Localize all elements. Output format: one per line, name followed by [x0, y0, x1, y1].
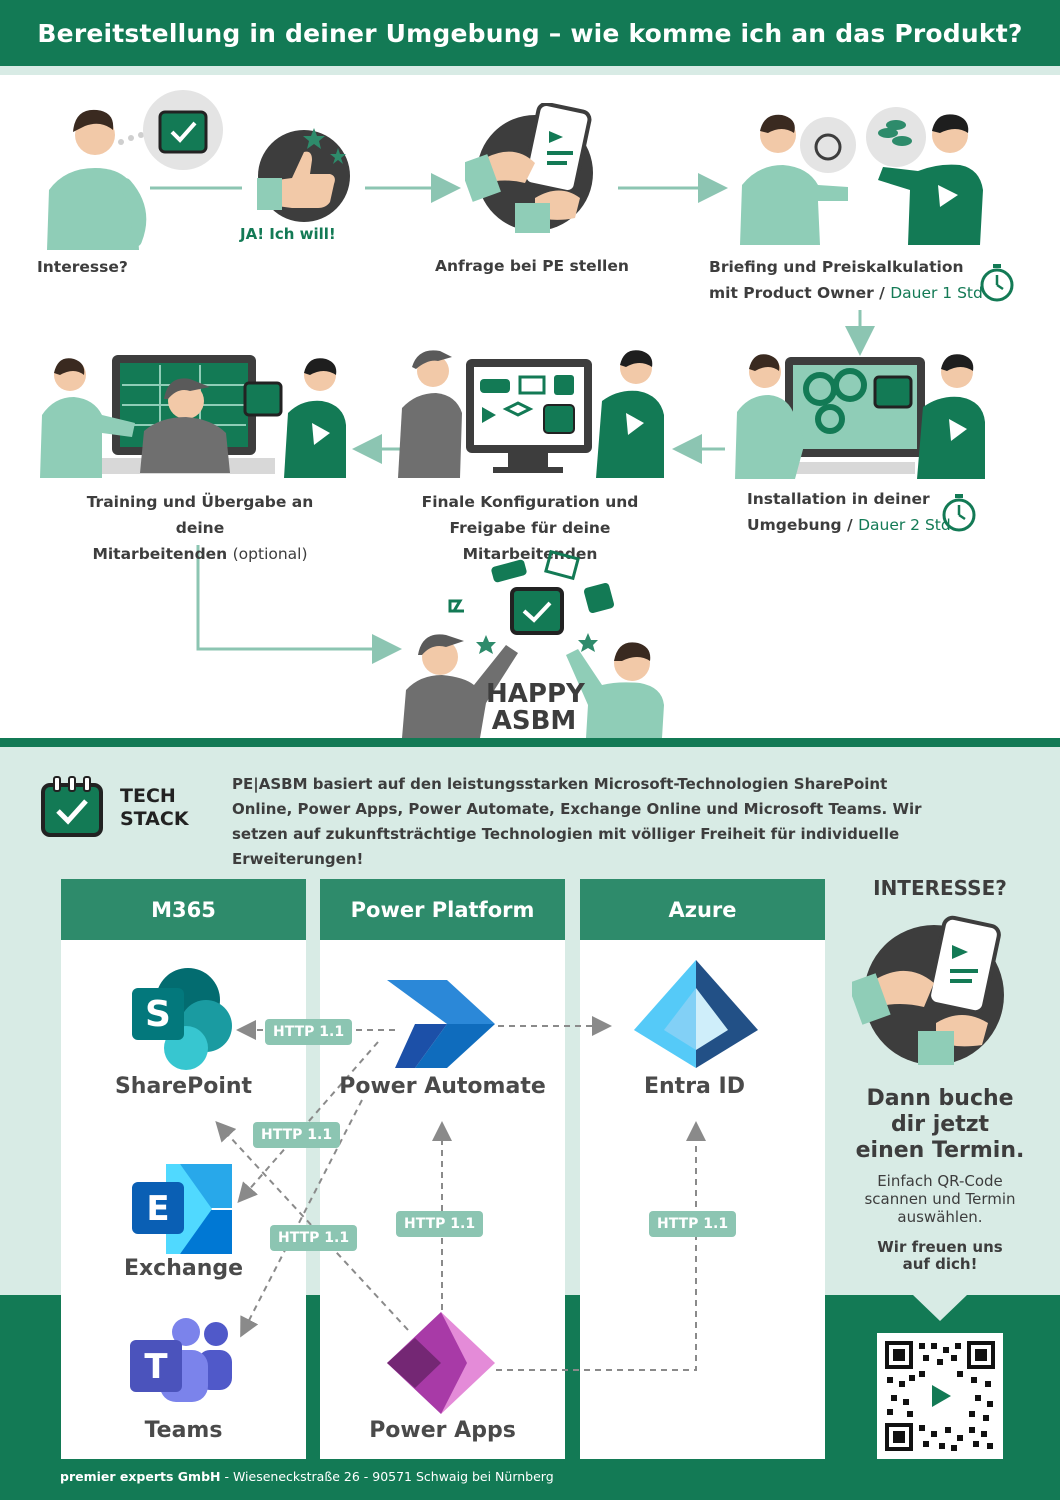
sidebar-thanks: Wir freuen uns auf dich! — [877, 1238, 1003, 1273]
pointer-triangle — [913, 1295, 967, 1321]
star-icon — [330, 148, 346, 164]
gear-icon — [815, 404, 845, 434]
app-label-entra-id: Entra ID — [643, 1074, 745, 1099]
stopwatch-icon — [980, 264, 1014, 302]
header-bar: Bereitstellung in deiner Umgebung – wie … — [0, 0, 1060, 66]
connection-apps-entra — [496, 1121, 706, 1371]
tech-stack-description: PE|ASBM basiert auf den leistungsstarken… — [232, 775, 922, 868]
column-power-platform: Power Platform — [320, 879, 565, 1459]
gear-icon — [833, 368, 867, 402]
calendar-icon — [510, 587, 564, 635]
power-automate-icon — [387, 980, 495, 1068]
coins-icon — [878, 128, 898, 138]
svg-text:T: T — [144, 1347, 168, 1387]
http-badge: HTTP 1.1 — [396, 1211, 484, 1237]
monitor-icon — [544, 549, 580, 581]
process-arrows — [150, 173, 875, 664]
http-badge: HTTP 1.1 — [649, 1211, 737, 1237]
tech-stack-title: TECH STACK — [120, 785, 189, 830]
column-header: Azure — [580, 879, 825, 940]
calendar-icon — [543, 404, 575, 434]
monitor-icon — [518, 375, 546, 395]
section-divider — [0, 738, 1060, 747]
calendar-icon — [243, 381, 283, 417]
layers-icon — [502, 401, 534, 417]
briefing-illustration — [740, 107, 983, 245]
page-title: Bereitstellung in deiner Umgebung – wie … — [37, 18, 1023, 48]
entra-id-icon — [634, 960, 758, 1068]
connection-apps-sharepoint — [215, 1121, 409, 1331]
header-stripe — [0, 66, 1060, 75]
column-header: M365 — [61, 879, 306, 940]
sidebar-subtext: Einfach QR-Code scannen und Termin auswä… — [864, 1172, 1016, 1226]
step-label-installation: Installation in deiner Umgebung / Dauer … — [747, 490, 951, 534]
thumbs-up-illustration — [257, 128, 350, 222]
sharepoint-icon: S — [132, 968, 232, 1070]
exchange-icon: E — [132, 1164, 232, 1254]
calendar-icon — [158, 110, 208, 154]
happy-asbm-illustration — [402, 549, 664, 738]
qr-code-icon — [885, 1341, 995, 1451]
step-label-konfiguration: Finale Konfiguration und Freigabe für de… — [421, 493, 639, 563]
step-label-briefing: Briefing und Preiskalkulation mit Produc… — [709, 258, 983, 302]
stopwatch-icon — [814, 133, 842, 161]
app-label-sharepoint: SharePoint — [114, 1074, 253, 1099]
calendar-icon — [873, 375, 913, 409]
happy-asbm-label: HAPPY ASBM — [486, 679, 585, 736]
step-label-interesse: Interesse? — [37, 258, 128, 276]
http-badge: HTTP 1.1 — [265, 1019, 353, 1045]
phone-request-illustration — [465, 103, 593, 233]
person-thinking-illustration — [47, 90, 223, 250]
sidebar-cta: Dann buche dir jetzt einen Termin. — [855, 1086, 1025, 1163]
installation-illustration — [735, 354, 985, 479]
phone-illustration — [852, 915, 1004, 1065]
training-illustration — [40, 355, 346, 478]
arrow-7 — [196, 545, 402, 664]
star-icon — [476, 635, 496, 654]
footer-text: premier experts GmbH - Wieseneckstraße 2… — [60, 1469, 554, 1484]
connection-automate-exchange — [237, 1041, 379, 1204]
stopwatch-icon — [942, 494, 976, 532]
star-icon — [303, 128, 325, 149]
smartphone-icon — [927, 915, 1001, 1015]
car-icon — [480, 379, 510, 393]
app-label-exchange: Exchange — [123, 1256, 244, 1281]
app-label-power-apps: Power Apps — [369, 1418, 516, 1443]
http-badge: HTTP 1.1 — [270, 1225, 358, 1251]
app-label-teams: Teams — [144, 1418, 223, 1443]
power-apps-icon — [387, 1312, 495, 1414]
svg-text:S: S — [145, 994, 171, 1035]
calendar-icon — [41, 776, 103, 837]
column-header: Power Platform — [320, 879, 565, 940]
step-label-training: Training und Übergabe an deine Mitarbeit… — [86, 493, 314, 563]
step-label-ja: JA! Ich will! — [240, 225, 336, 243]
svg-text:E: E — [146, 1189, 169, 1229]
parking-icon — [554, 375, 574, 395]
teams-icon: T — [130, 1318, 232, 1402]
smartphone-icon — [522, 103, 592, 195]
process-section: JA! Ich will! Anfrage bei PE stellen Int… — [0, 75, 1060, 738]
layers-icon — [448, 599, 464, 613]
qr-code[interactable] — [877, 1333, 1003, 1459]
star-icon — [578, 633, 598, 652]
http-badge: HTTP 1.1 — [253, 1122, 341, 1148]
app-label-power-automate: Power Automate — [339, 1074, 546, 1099]
configuration-illustration — [398, 350, 664, 478]
parking-icon — [583, 582, 615, 614]
sidebar-title: INTERESSE? — [873, 876, 1007, 900]
step-label-anfrage: Anfrage bei PE stellen — [435, 257, 629, 275]
car-icon — [491, 559, 527, 583]
